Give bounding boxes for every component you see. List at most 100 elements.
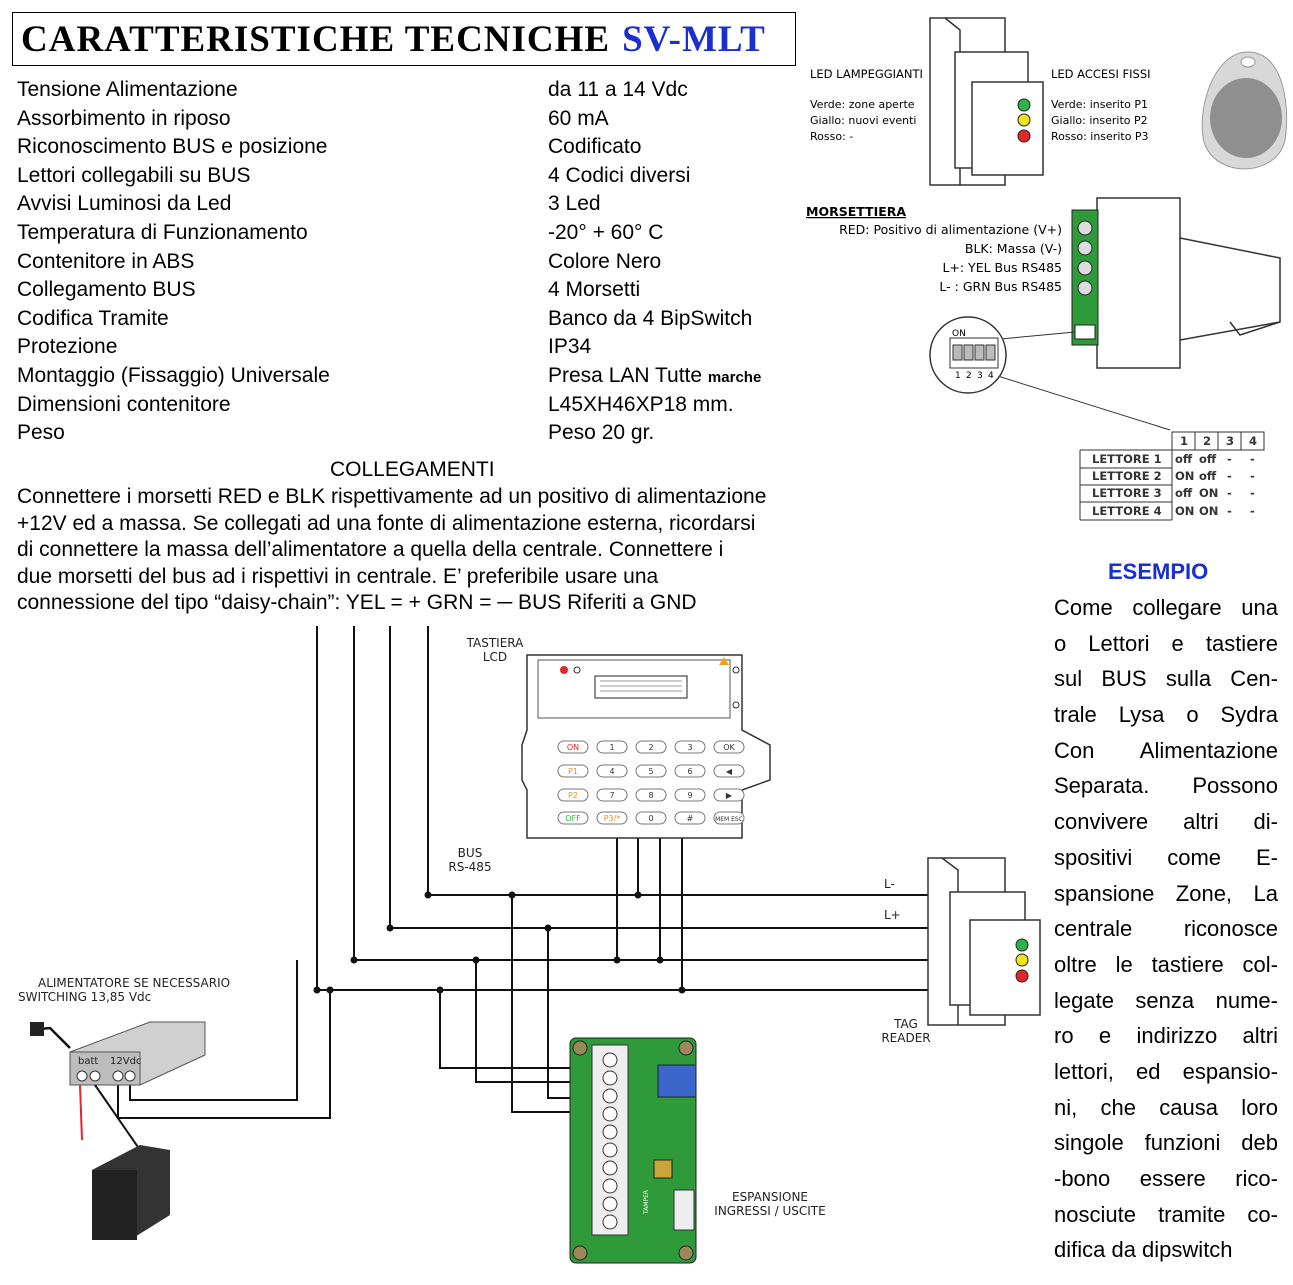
- led-red-icon: [1017, 129, 1031, 143]
- alimentatore-line: SWITCHING 13,85 Vdc: [18, 990, 152, 1004]
- dip-num: 4: [988, 371, 994, 381]
- dip-cell: off: [1175, 452, 1193, 466]
- esempio-line: oltre le tastiere col-: [1054, 951, 1278, 977]
- dip-row-label: LETTORE 3: [1092, 486, 1162, 500]
- spec-labels: Tensione Alimentazione Assorbimento in r…: [17, 76, 537, 448]
- dip-row-label: LETTORE 1: [1092, 452, 1162, 466]
- led-lamp-line: Giallo: nuovi eventi: [810, 114, 917, 127]
- alimentatore-label: ALIMENTATORE SE NECESSARIO SWITCHING 13,…: [18, 976, 230, 1004]
- key: 8: [648, 791, 653, 800]
- collegamenti-body: Connettere i morsetti RED e BLK rispetti…: [17, 484, 847, 617]
- warning-icon: [719, 657, 729, 665]
- tastiera-line: LCD: [482, 650, 508, 664]
- esempio-line: spositivi come E-: [1054, 844, 1278, 870]
- led-green-icon: [1017, 98, 1031, 112]
- dip-cell: -: [1227, 469, 1232, 483]
- keypad-led-icon: [560, 666, 568, 674]
- dip-row-label: LETTORE 2: [1092, 469, 1162, 483]
- espansione-line: ESPANSIONE: [731, 1190, 808, 1204]
- key: #: [687, 814, 694, 823]
- dip-cell: ON: [1175, 469, 1194, 483]
- spec-label: Montaggio (Fissaggio) Universale: [17, 363, 330, 387]
- esempio-line: nosciute tramite co-: [1054, 1201, 1278, 1227]
- esempio-line: lettori, ed espansio-: [1054, 1058, 1278, 1084]
- key: P2: [568, 791, 578, 800]
- batt-label: batt: [78, 1056, 99, 1067]
- tastiera-line: TASTIERA: [466, 636, 524, 650]
- bus-line: BUS: [457, 846, 483, 860]
- dip-row-label: LETTORE 4: [1092, 504, 1162, 518]
- dip-cell: -: [1227, 486, 1232, 500]
- spec-value-small: marche: [707, 368, 762, 386]
- led-lamp-line: Verde: zone aperte: [810, 98, 915, 111]
- key: MEM ESC: [715, 816, 743, 823]
- title-model: SV-MLT: [622, 18, 766, 60]
- dip-num: 1: [955, 371, 961, 381]
- key: P3/*: [604, 814, 621, 823]
- tag-reader-line: READER: [881, 1031, 931, 1045]
- esempio-line: legate senza nume-: [1054, 987, 1278, 1013]
- spec-value: IP34: [548, 335, 592, 359]
- led-yellow-icon: [1017, 113, 1031, 127]
- spec-label: Riconoscimento BUS e posizione: [17, 135, 328, 159]
- esempio-line: trale Lysa o Sydra: [1054, 702, 1278, 728]
- spec-value: 60 mA: [548, 106, 609, 130]
- key: ▶: [726, 791, 733, 800]
- spec-label: Contenitore in ABS: [17, 249, 195, 273]
- collegamenti-title: COLLEGAMENTI: [330, 458, 495, 481]
- dip-cell: off: [1199, 469, 1217, 483]
- spec-value: Presa LAN Tutte: [548, 363, 703, 387]
- morsettiera-line: RED: Positivo di alimentazione (V+): [839, 222, 1062, 237]
- spec-label: Avvisi Luminosi da Led: [17, 192, 232, 216]
- spec-label: Assorbimento in riposo: [17, 106, 231, 130]
- key: 4: [609, 767, 614, 776]
- l-minus-label: L-: [884, 877, 895, 891]
- spec-label: Peso: [17, 421, 65, 445]
- esempio-title: ESEMPIO: [1108, 559, 1209, 584]
- l-plus-label: L+: [884, 908, 901, 922]
- dip-table: 1 2 3 4 LETTORE 1 off off - - LETTORE 2 …: [1079, 431, 1265, 521]
- led-green-icon: [1015, 938, 1029, 952]
- esempio-line: centrale riconosce: [1054, 916, 1278, 942]
- led-fixed-title: LED ACCESI FISSI: [1051, 67, 1151, 81]
- wiring-diagram: ON 1 2 3 OK P1 4 5 6 ◀ P2 7 8 9 ▶ OFF P3…: [29, 626, 1041, 1264]
- key: ON: [567, 743, 579, 752]
- espansione-label: ESPANSIONE INGRESSI / USCITE: [700, 1190, 840, 1218]
- spec-label: Codifica Tramite: [17, 306, 169, 330]
- power-supply: [29, 1021, 206, 1086]
- led-lamp-line: Rosso: -: [810, 130, 853, 143]
- led-red-icon: [1015, 969, 1029, 983]
- key: 9: [687, 791, 692, 800]
- dip-on-label: ON: [952, 329, 966, 339]
- spec-label: Temperatura di Funzionamento: [17, 220, 308, 244]
- key: OFF: [565, 814, 581, 823]
- key: 2: [648, 743, 653, 752]
- esempio-line: o Lettori e tastiere: [1054, 630, 1278, 656]
- key: 5: [648, 767, 653, 776]
- dip-cell: -: [1250, 469, 1255, 483]
- dip-table-header: 1: [1180, 434, 1188, 448]
- spec-label: Protezione: [17, 335, 118, 359]
- esempio-line: ro e indirizzo altri: [1054, 1023, 1278, 1049]
- tamper-label: TAMPER: [643, 1190, 650, 1215]
- key: 7: [609, 791, 614, 800]
- battery-icon: [79, 1084, 170, 1240]
- key: 0: [648, 814, 653, 823]
- alimentatore-line: ALIMENTATORE SE NECESSARIO: [38, 976, 231, 990]
- dip-cell: -: [1227, 504, 1232, 518]
- spec-value: -20° + 60° C: [548, 220, 664, 244]
- collegamenti-line: Connettere i morsetti RED e BLK rispetti…: [17, 485, 767, 508]
- spec-value: 4 Morsetti: [548, 278, 641, 302]
- spec-label: Dimensioni contenitore: [17, 392, 231, 416]
- tag-keyfob-icon: [1201, 51, 1288, 170]
- key: 3: [687, 743, 692, 752]
- esempio-line: Come collegare una: [1054, 595, 1278, 620]
- dip-cell: off: [1175, 486, 1193, 500]
- esempio-line: convivere altri di-: [1054, 809, 1278, 835]
- esempio-line: ni, che causa loro: [1054, 1094, 1278, 1120]
- dip-table-header: 2: [1203, 434, 1211, 448]
- key: 6: [687, 767, 692, 776]
- title-main: CARATTERISTICHE TECNICHE: [21, 18, 611, 60]
- dip-table-header: 3: [1226, 434, 1234, 448]
- spec-values: da 11 a 14 Vdc 60 mA Codificato 4 Codici…: [548, 76, 808, 448]
